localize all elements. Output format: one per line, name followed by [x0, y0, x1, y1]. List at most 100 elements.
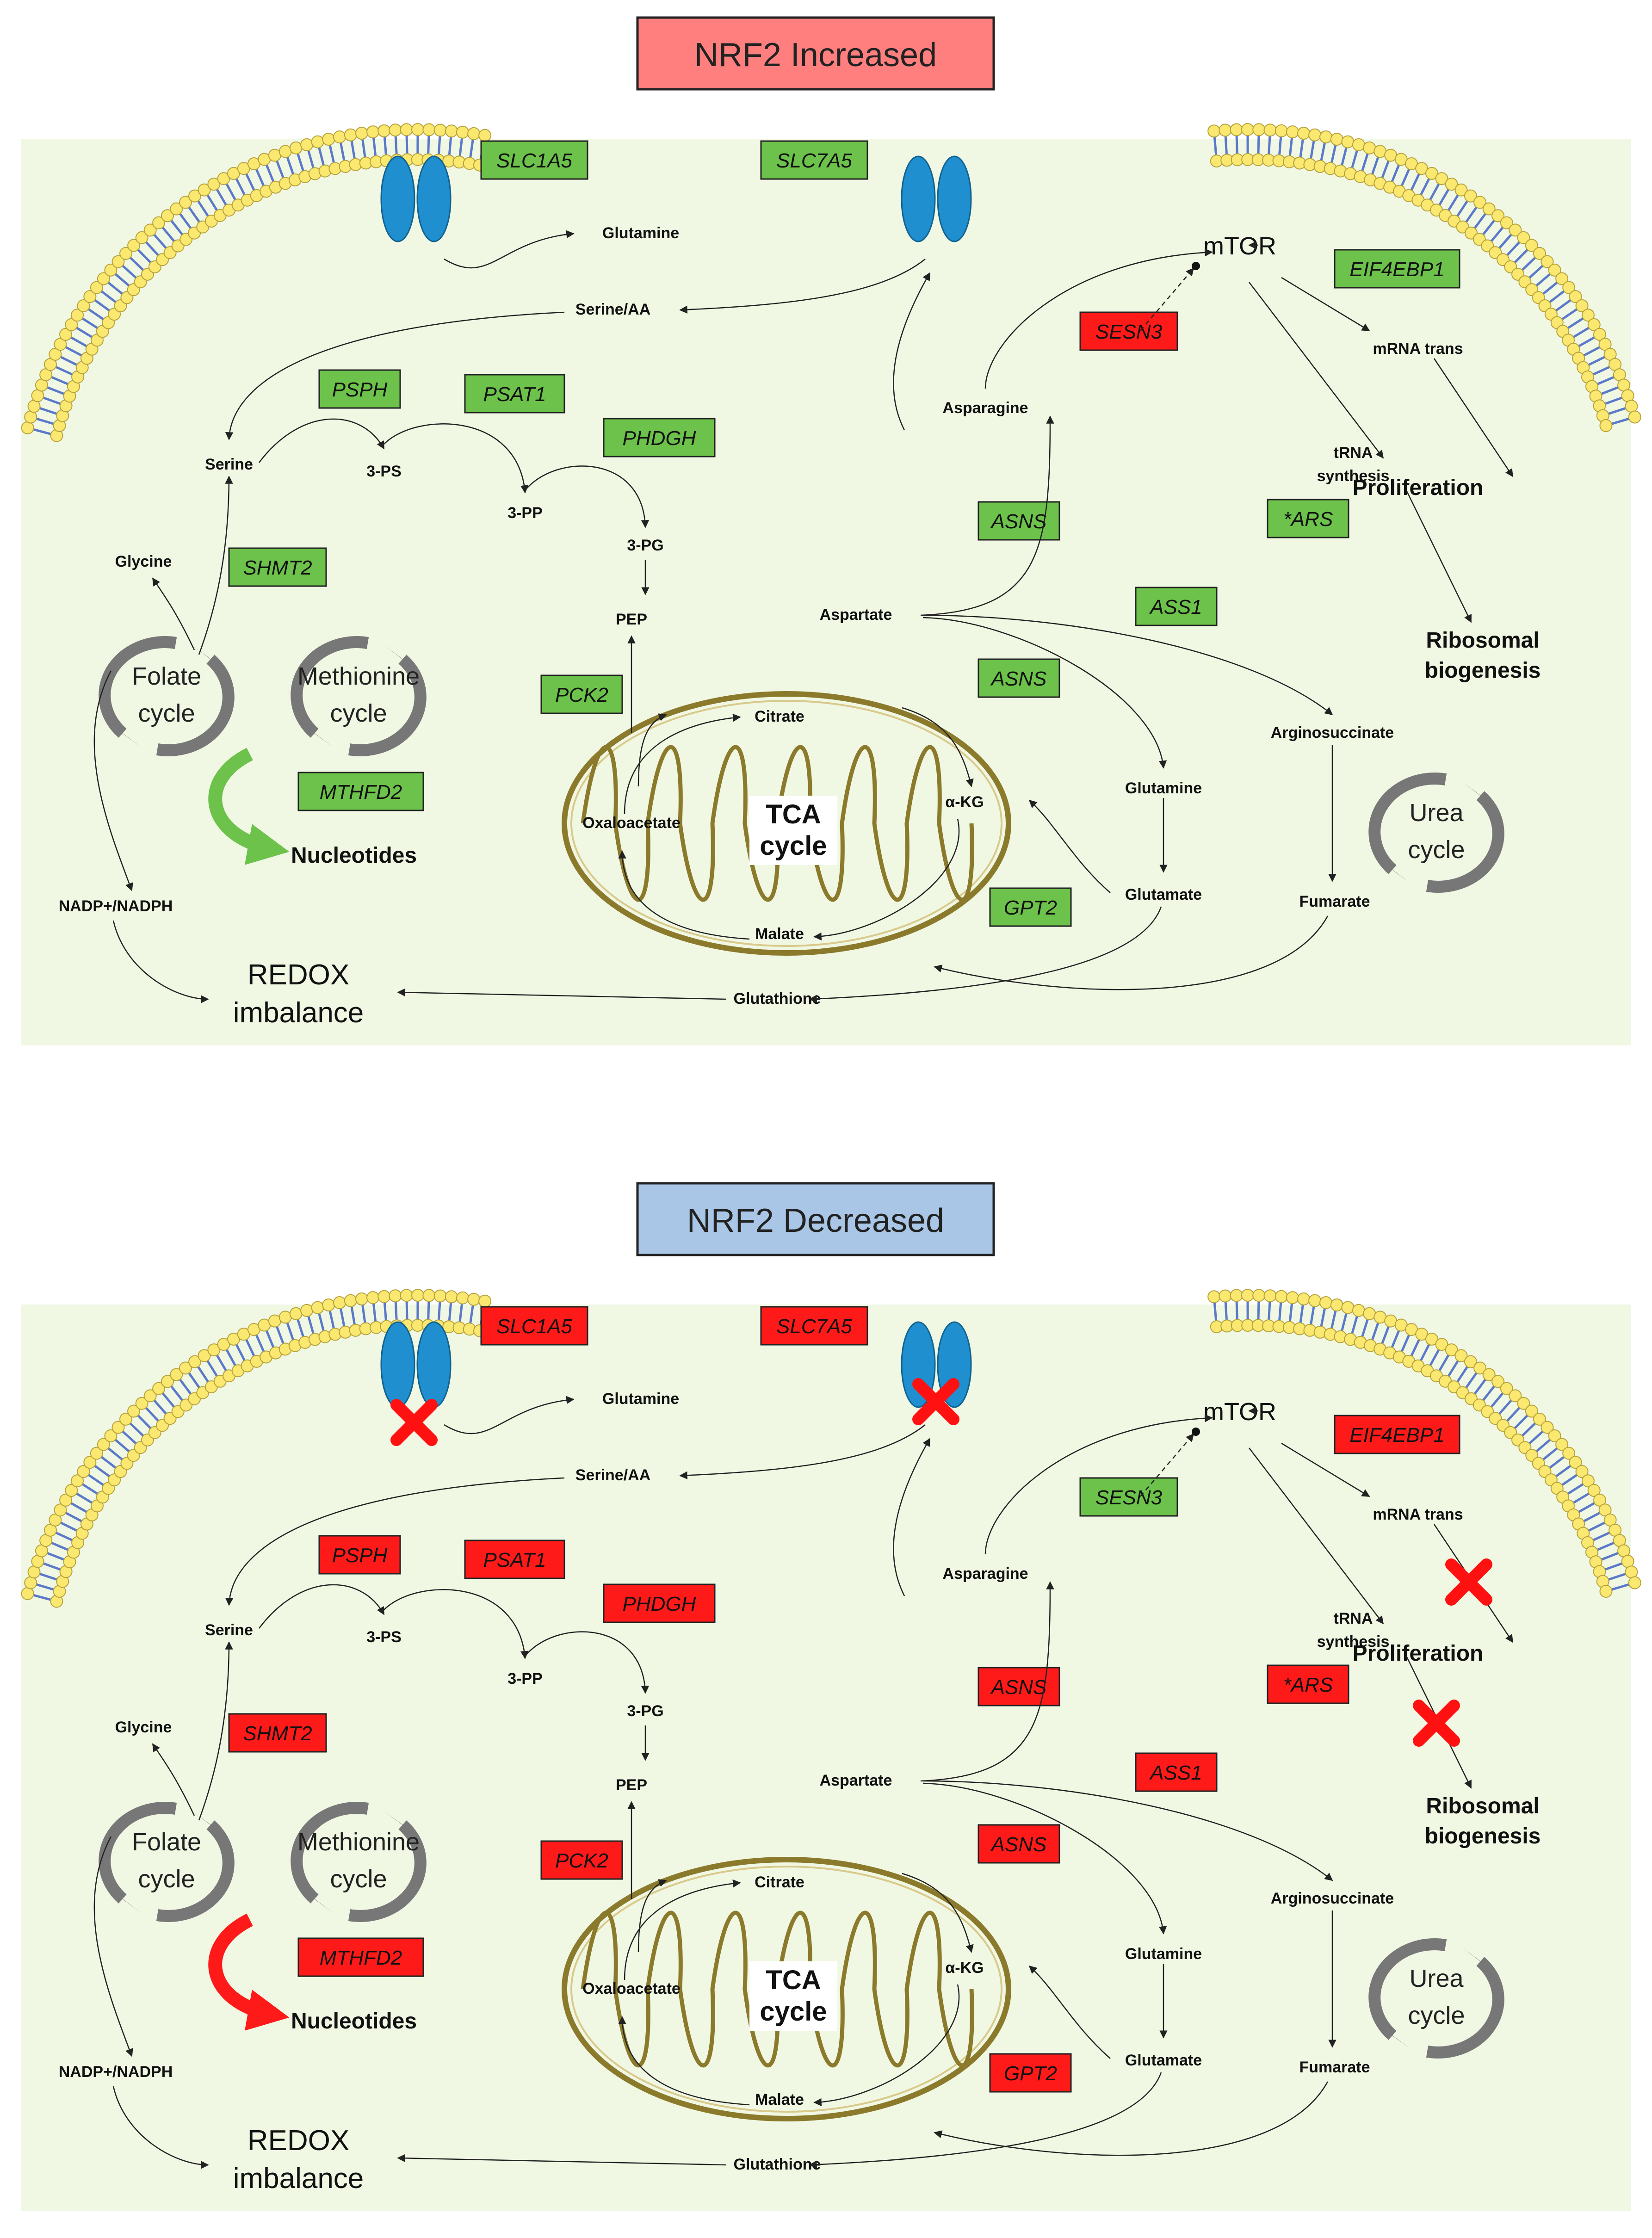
tca-label: TCA: [766, 1965, 821, 1995]
metabolite-oxaloacetate: Oxaloacetate: [582, 814, 681, 832]
flow-arrow: [444, 1396, 575, 1434]
flow-arrow: [112, 2086, 209, 2169]
metabolite-serine: Serine: [205, 456, 253, 473]
metabolite-aspartate: Aspartate: [820, 1772, 892, 1789]
gene-box-ars: *ARS: [1267, 1664, 1349, 1704]
urea-cycle-label: cycle: [1408, 836, 1465, 864]
methionine-cycle-arrows: [291, 1802, 427, 1922]
flow-arrow: [637, 1879, 667, 1953]
gene-label: SLC7A5: [776, 1315, 852, 1338]
methionine-cycle-arrows: [291, 636, 427, 756]
metabolite-serine-aa: Serine/AA: [575, 1466, 651, 1484]
blocked-slc1a5-x: [390, 1399, 438, 1446]
metabolite-aspartate: Aspartate: [820, 606, 892, 624]
right-membrane-lipid-bilayer: [1207, 1289, 1641, 1598]
gene-label: *ARS: [1283, 1674, 1333, 1696]
panel-title-box: [636, 1182, 995, 1256]
redox-imbalance-label: REDOX: [247, 959, 349, 991]
flow-arrow: [618, 850, 750, 940]
gene-label: ASNS: [990, 1833, 1047, 1856]
metabolite-pep: PEP: [616, 611, 647, 628]
flow-arrow: [525, 1631, 650, 1694]
gene-box-asns1: ASNS: [978, 501, 1060, 541]
flow-arrow: [809, 2072, 1162, 2169]
flow-arrow: [984, 248, 1213, 389]
flow-arrow: [1249, 1447, 1384, 1625]
mtor-label: mTOR: [1203, 232, 1276, 260]
metabolite-nucleotides: Nucleotides: [291, 2009, 417, 2034]
flow-arrow: [1281, 1442, 1370, 1497]
gene-box-ass1: ASS1: [1135, 1752, 1218, 1792]
gene-box-ass1: ASS1: [1135, 587, 1218, 626]
gene-box-eif4ebp1: EIF4EBP1: [1334, 249, 1460, 289]
gene-box-psat1: PSAT1: [464, 1539, 565, 1579]
metabolite-glycine: Glycine: [115, 1719, 172, 1736]
gene-box-gpt2: GPT2: [989, 2053, 1072, 2093]
urea-cycle-label: Urea: [1409, 1965, 1464, 1992]
outcome-ribosomal-biogenesis: biogenesis: [1425, 1824, 1541, 1849]
flow-arrow: [112, 920, 209, 1003]
gene-box-slc7a5: SLC7A5: [760, 1306, 868, 1346]
flow-arrow: [1281, 277, 1370, 332]
outcome-proliferation: Proliferation: [1353, 1641, 1484, 1666]
nucleotides-arrow: [208, 748, 290, 865]
gene-box-sesn3: SESN3: [1079, 311, 1178, 351]
flow-arrow: [902, 1873, 974, 1953]
panel-title-box: [636, 16, 995, 91]
gene-box-asns2: ASNS: [978, 1824, 1060, 1864]
cycle-arc-left: [1368, 773, 1447, 874]
metabolite-asparagine: Asparagine: [942, 399, 1028, 417]
metabolite-alpha-kg: α-KG: [945, 1959, 984, 1977]
gene-box-mthfd2: MTHFD2: [297, 772, 424, 811]
folate-cycle-label: Folate: [132, 662, 201, 690]
metabolite-oxaloacetate: Oxaloacetate: [582, 1980, 681, 1997]
outcome-ribosomal-biogenesis: Ribosomal: [1426, 1794, 1539, 1818]
gene-label: SLC7A5: [776, 149, 852, 172]
nucleotides-arrow: [208, 1913, 290, 2031]
metabolite-serine: Serine: [205, 1621, 253, 1639]
methionine-cycle-label: cycle: [330, 1865, 387, 1893]
gene-box-gpt2: GPT2: [989, 887, 1072, 927]
cycle-arc-right: [1426, 1957, 1504, 2059]
flow-arrow: [259, 418, 385, 463]
gene-label: PCK2: [555, 1849, 608, 1872]
flow-arrow: [637, 713, 667, 787]
inhibition-dot: [1192, 262, 1200, 270]
flow-arrow: [809, 906, 1162, 1003]
methionine-cycle-label: Methionine: [297, 1828, 420, 1856]
metabolite-arginosuccinate: Arginosuccinate: [1271, 1890, 1394, 1907]
sesn3-inhibition: [1140, 267, 1194, 331]
cycle-arc-left: [1368, 1938, 1447, 2040]
flow-arrow: [93, 1836, 133, 2057]
panel-title: NRF2 Increased: [694, 37, 937, 74]
metabolite-nadp-nadph: NADP+/NADPH: [59, 2063, 173, 2081]
gene-box-asns2: ASNS: [978, 658, 1060, 698]
flow-arrow: [397, 2154, 727, 2166]
metabolite-glutamine: Glutamine: [1125, 1945, 1202, 1963]
gene-label: SHMT2: [243, 1722, 312, 1745]
metabolite-nucleotides: Nucleotides: [291, 843, 417, 868]
gene-box-phdgh: PHDGH: [603, 418, 716, 457]
gene-label: SLC1A5: [496, 149, 572, 172]
slc1a5-transporter: [380, 155, 452, 242]
gene-box-asns1: ASNS: [978, 1667, 1060, 1706]
flow-arrow: [225, 311, 565, 440]
folate-cycle-label: cycle: [138, 699, 195, 727]
gene-box-slc1a5: SLC1A5: [480, 140, 588, 180]
tca-label-bg: [749, 796, 837, 865]
urea-cycle-label: Urea: [1409, 799, 1464, 827]
flow-arrow: [922, 1780, 1333, 1881]
gene-label: PHDGH: [623, 1593, 696, 1615]
mito-outer-membrane: [562, 1857, 1011, 2121]
gene-label: ASNS: [990, 1676, 1047, 1699]
flow-arrow: [93, 670, 133, 891]
folate-cycle-label: Folate: [132, 1828, 201, 1856]
methionine-cycle-label: cycle: [330, 699, 387, 727]
panel-title: NRF2 Decreased: [687, 1202, 944, 1239]
metabolite-3ps: 3-PS: [366, 1628, 402, 1646]
gene-box-psph: PSPH: [318, 369, 401, 409]
flow-arrow: [813, 818, 960, 941]
gene-label: SESN3: [1095, 1486, 1163, 1509]
